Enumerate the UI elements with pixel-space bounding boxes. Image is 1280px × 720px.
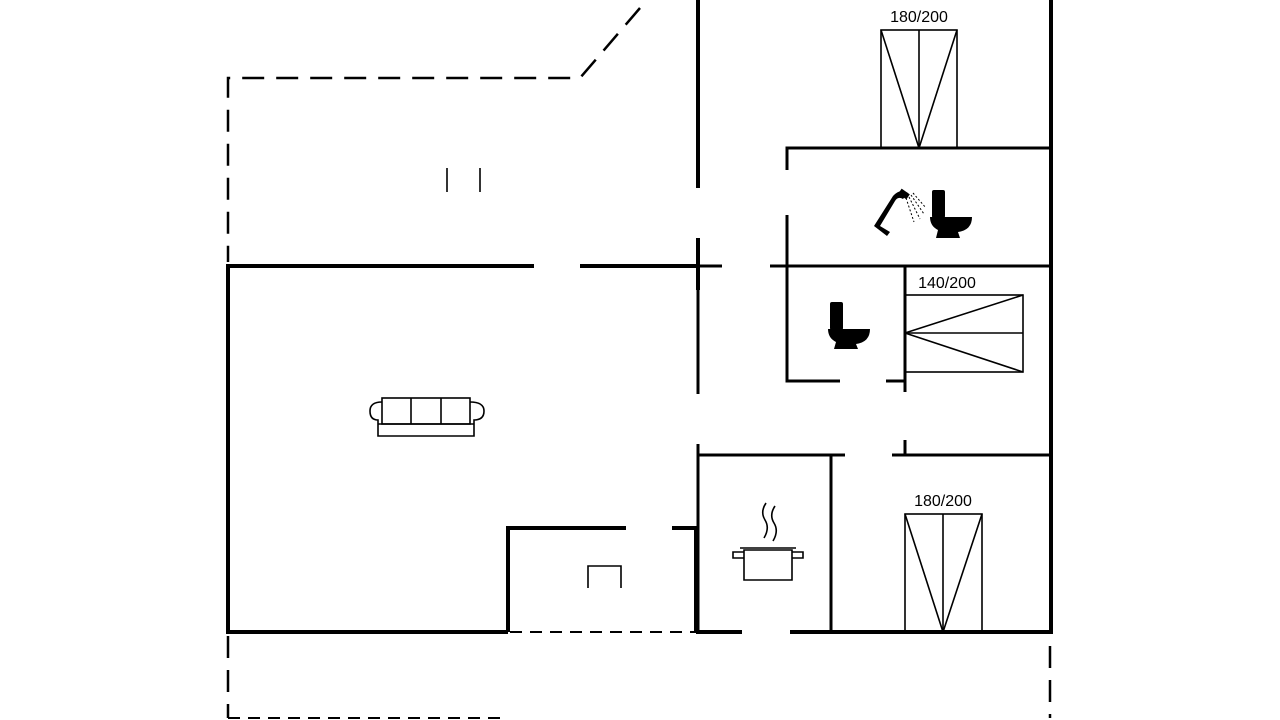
bed-size-label: 180/200 <box>914 493 972 510</box>
dashed-outline-top <box>226 7 641 262</box>
shower-icon <box>874 188 927 236</box>
bed-size-label: 180/200 <box>890 9 948 26</box>
toilet-icon <box>828 302 870 349</box>
bed-size-label: 140/200 <box>918 275 976 292</box>
sofa-icon <box>369 397 485 437</box>
bed-top <box>880 29 958 149</box>
toilet-icon <box>930 190 972 238</box>
walls <box>226 0 1053 634</box>
wall-marker <box>446 168 481 192</box>
dashed-outline-bottom <box>226 636 1052 719</box>
bed-middle <box>904 294 1024 373</box>
fireplace-icon <box>587 565 622 588</box>
cooking-pot-icon <box>732 502 804 581</box>
bed-bottom <box>904 513 983 633</box>
